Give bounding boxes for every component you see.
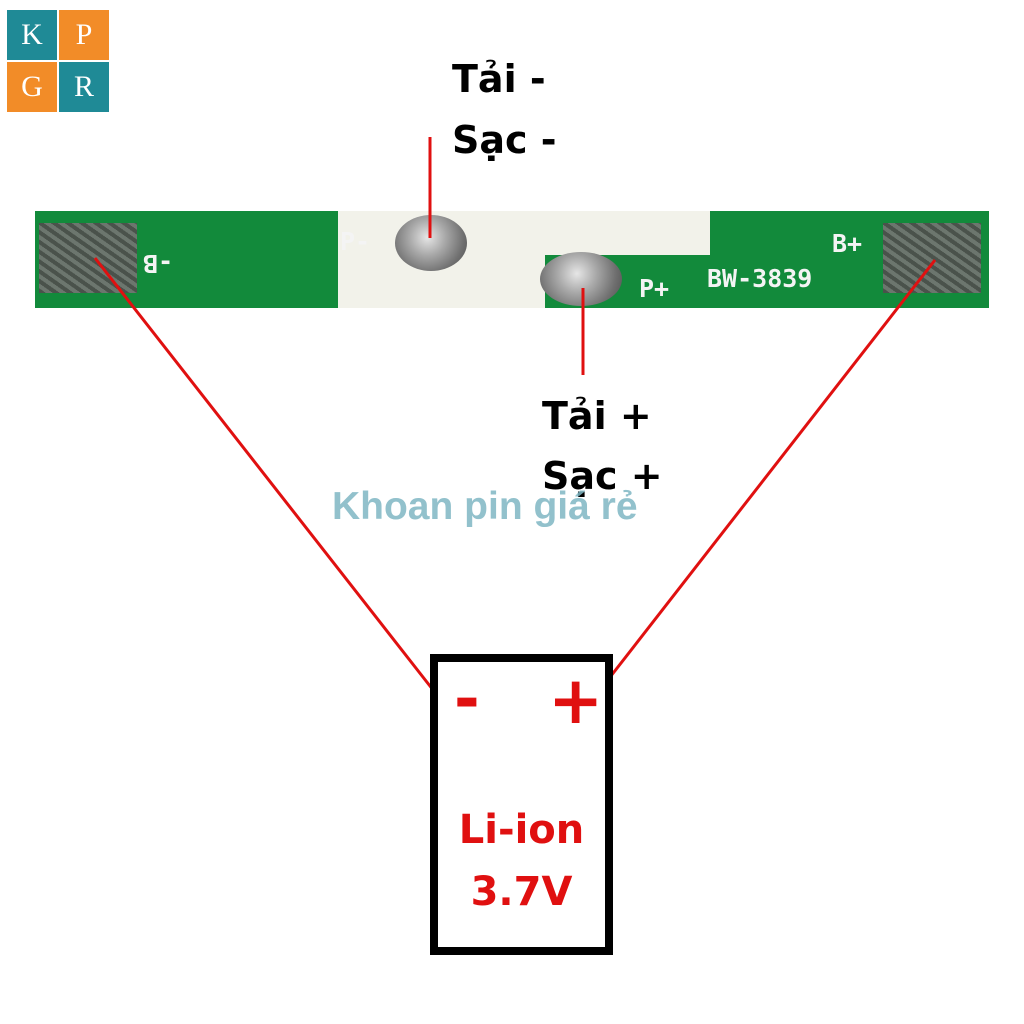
wire-b-minus <box>93 257 439 696</box>
solder-p-plus <box>540 252 622 306</box>
protection-pcb: -B P- P+ BW-3839 B+ <box>35 211 989 308</box>
watermark: Khoan pin giá rẻ <box>332 485 638 528</box>
logo-g: G <box>7 62 57 112</box>
battery-cell: - + Li-ion 3.7V <box>430 654 613 955</box>
pad-b-plus <box>883 223 981 293</box>
label-charge-minus: Sạc - <box>452 118 557 162</box>
battery-minus-sign: - <box>454 662 480 735</box>
battery-voltage: 3.7V <box>470 869 573 915</box>
label-load-plus: Tải + <box>542 394 652 438</box>
silk-b-plus: B+ <box>832 229 863 258</box>
logo-k: K <box>7 10 57 60</box>
silk-p-plus: P+ <box>639 274 670 303</box>
logo-p: P <box>59 10 109 60</box>
pad-b-minus <box>39 223 137 293</box>
battery-chemistry: Li-ion <box>458 807 585 853</box>
silk-model: BW-3839 <box>707 264 813 293</box>
battery-plus-sign: + <box>548 662 604 739</box>
label-charge-plus: Sạc + <box>542 454 663 498</box>
label-load-minus: Tải - <box>452 57 546 101</box>
silk-p-minus: P- <box>340 227 371 256</box>
logo-r: R <box>59 62 109 112</box>
wire-b-plus <box>598 259 937 691</box>
